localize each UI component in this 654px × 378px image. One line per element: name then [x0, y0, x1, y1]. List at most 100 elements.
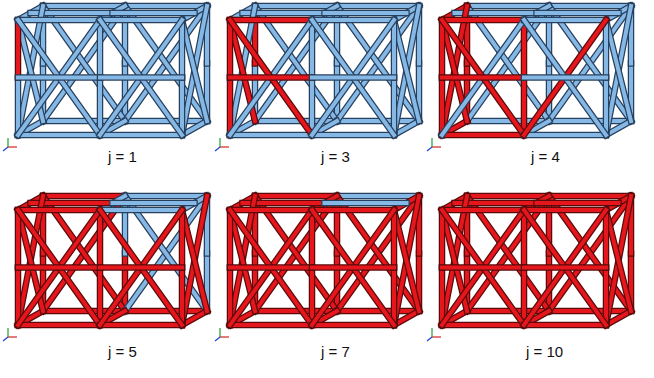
frame-member: [549, 4, 631, 8]
frame-member: [125, 119, 207, 123]
member-outline: [524, 207, 606, 214]
frame-member: [113, 11, 195, 15]
frame-member: [335, 64, 339, 122]
member-outline: [549, 308, 631, 315]
member-outline: [43, 3, 125, 10]
member-outline: [113, 200, 195, 207]
frame-member: [312, 266, 394, 270]
frame-member: [524, 208, 606, 212]
frame-member: [604, 78, 608, 136]
frame-member: [98, 210, 102, 268]
frame-member: [325, 201, 407, 205]
frame-member: [125, 194, 207, 198]
member-outline: [312, 322, 394, 329]
frame-member: [549, 194, 631, 198]
frame-member: [312, 20, 394, 135]
frame-member: [18, 266, 100, 270]
member-outline: [230, 210, 312, 325]
frame-member: [100, 20, 182, 135]
member-outline: [442, 20, 524, 135]
frame-member: [228, 268, 232, 326]
frame-member: [312, 133, 394, 137]
frame-member: [394, 20, 419, 121]
member-outline: [100, 264, 182, 271]
frame-member: [524, 76, 606, 80]
axis-triad: [427, 328, 441, 341]
frame-member: [392, 78, 396, 136]
frame-member: [100, 210, 182, 325]
frame-member: [442, 76, 524, 80]
frame-member: [100, 18, 182, 22]
member-outline: [100, 17, 182, 24]
frame-member: [100, 323, 182, 327]
frame-member: [442, 323, 524, 327]
frame-member: [310, 78, 314, 136]
member-outline: [524, 74, 606, 81]
frame-member: [98, 20, 102, 78]
frame-member: [442, 18, 524, 22]
frame-member: [467, 4, 549, 8]
member-outline: [549, 193, 631, 200]
member-outline: [18, 322, 100, 329]
frame-member: [18, 76, 100, 80]
member-outline: [18, 210, 100, 325]
frame-member: [180, 210, 184, 268]
member-outline: [442, 20, 524, 135]
member-outline: [524, 20, 606, 135]
member-outline: [18, 210, 100, 325]
member-outline: [442, 322, 524, 329]
frame-member: [524, 266, 606, 270]
frame-member: [524, 210, 606, 325]
frame-member: [312, 76, 394, 80]
frame-member: [537, 11, 619, 15]
member-outline: [230, 132, 312, 139]
member-outline: [230, 322, 312, 329]
member-outline: [113, 10, 195, 17]
member-outline: [230, 264, 312, 271]
member-outline: [100, 207, 182, 214]
frame-member: [549, 119, 631, 123]
frame-member: [442, 266, 524, 270]
frame-member: [43, 194, 125, 198]
frame-member: [180, 20, 184, 78]
member-outline: [312, 20, 394, 135]
member-outline: [100, 132, 182, 139]
frame-member: [18, 133, 100, 137]
frame-member: [98, 268, 102, 326]
member-outline: [230, 20, 312, 135]
member-outline: [230, 210, 312, 325]
member-outline: [43, 193, 125, 200]
frame-member: [230, 210, 312, 325]
frame-member: [230, 20, 312, 135]
frame-member: [182, 210, 207, 311]
member-outline: [467, 3, 549, 10]
member-outline: [606, 20, 631, 121]
member-outline: [18, 17, 100, 24]
frame-member: [537, 201, 619, 205]
member-outline: [230, 207, 312, 214]
frame-member: [18, 20, 100, 135]
member-outline: [442, 17, 524, 24]
frame-member: [310, 268, 314, 326]
member-outline: [524, 210, 606, 325]
axis-triad: [3, 138, 17, 151]
frame-member: [442, 20, 524, 135]
frame-member: [18, 18, 100, 22]
frame-member: [123, 254, 127, 312]
frame-member: [606, 210, 631, 311]
frame-member: [16, 268, 20, 326]
frame-member: [337, 4, 419, 8]
member-outline: [442, 74, 524, 81]
member-outline: [524, 20, 606, 135]
frame-member: [604, 20, 608, 78]
frame-member: [113, 201, 195, 205]
frame-member: [43, 4, 125, 8]
frame-member: [230, 210, 312, 325]
frame-member: [524, 133, 606, 137]
member-outline: [182, 196, 207, 325]
frame-member: [230, 20, 312, 135]
frame-member: [230, 133, 312, 137]
axis-triad: [427, 138, 441, 151]
frame-member: [230, 76, 312, 80]
